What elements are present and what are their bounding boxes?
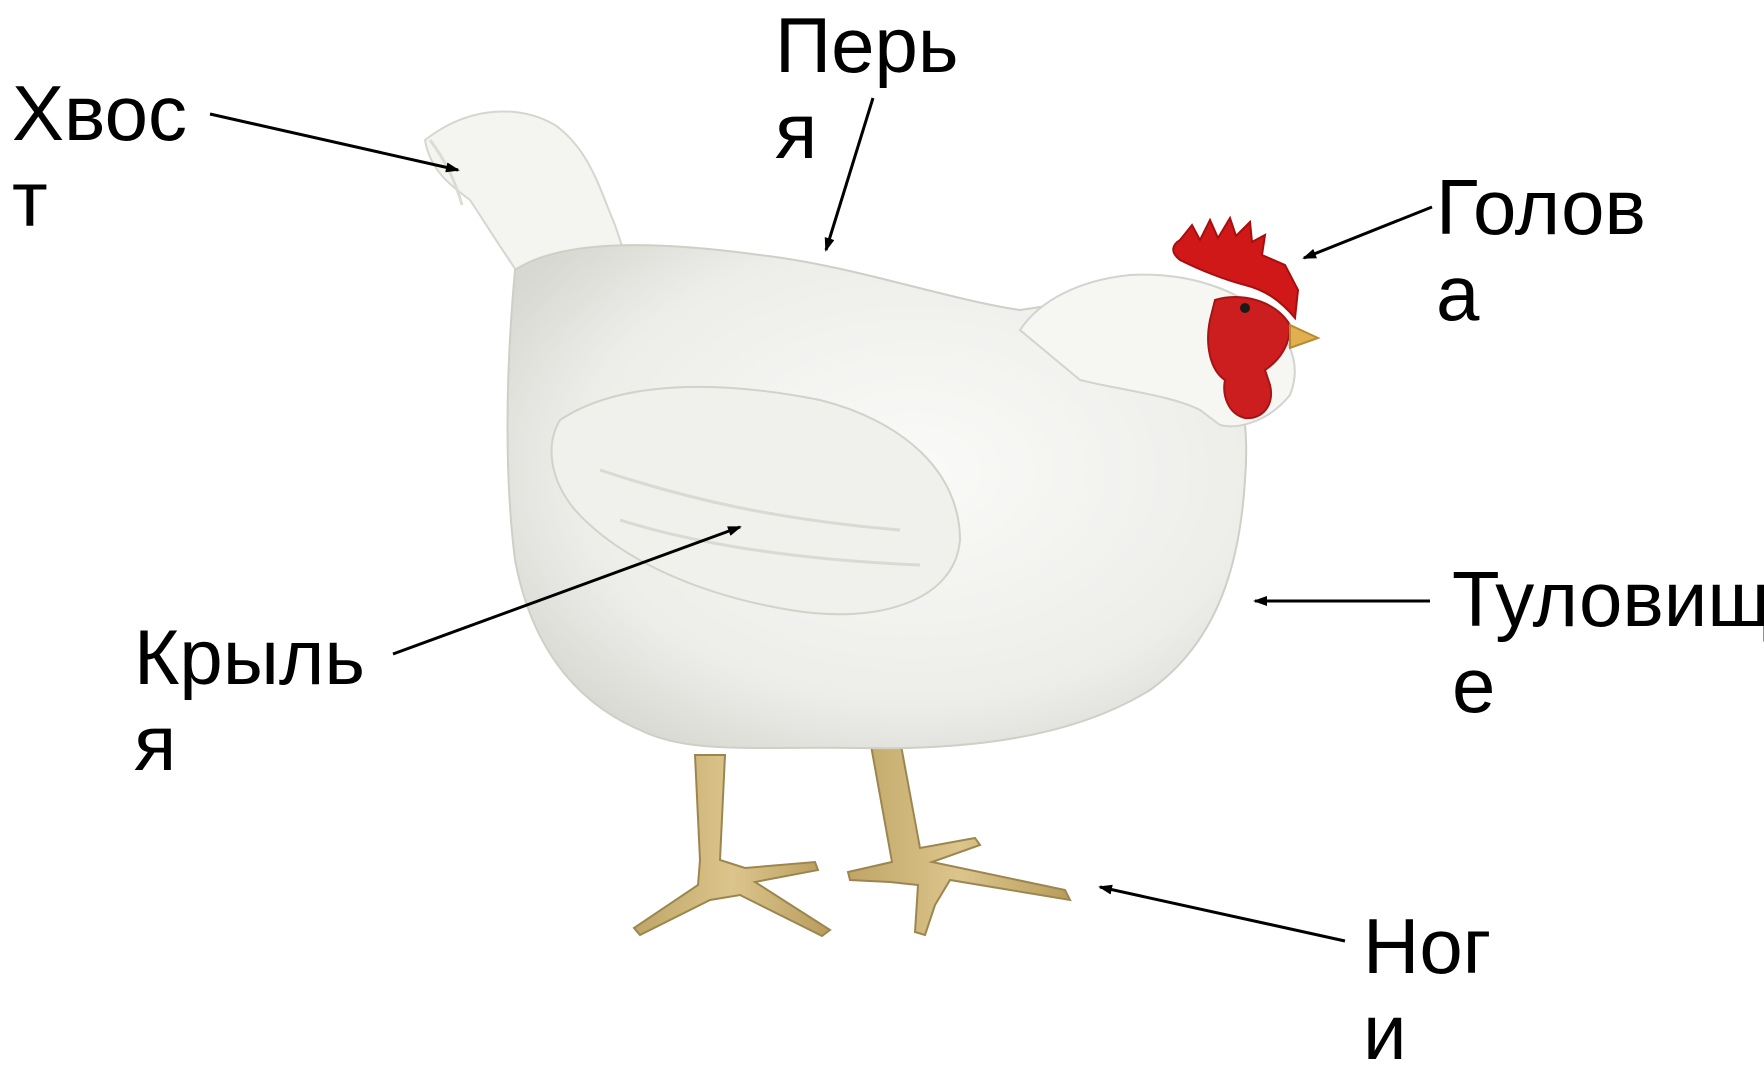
label-tail-line1: Хвос bbox=[12, 70, 187, 156]
head-arrow bbox=[1304, 207, 1432, 258]
label-legs: Ног и bbox=[1363, 903, 1491, 1075]
label-body: Туловищ е bbox=[1452, 556, 1764, 728]
label-legs-line1: Ног bbox=[1363, 903, 1491, 989]
label-head-line2: а bbox=[1436, 250, 1646, 336]
label-head: Голов а bbox=[1436, 164, 1646, 336]
label-body-line2: е bbox=[1452, 642, 1764, 728]
label-feathers-line2: я bbox=[775, 88, 958, 174]
tail-arrow bbox=[210, 114, 458, 170]
hen-illustration bbox=[425, 111, 1318, 936]
label-feathers-line1: Перь bbox=[775, 2, 958, 88]
label-wings-line1: Крыль bbox=[134, 614, 365, 700]
legs-arrow bbox=[1100, 887, 1345, 941]
label-wings: Крыль я bbox=[134, 614, 365, 786]
eye-drawing bbox=[1240, 303, 1250, 313]
label-feathers: Перь я bbox=[775, 2, 958, 174]
label-legs-line2: и bbox=[1363, 989, 1491, 1075]
label-tail: Хвос т bbox=[12, 70, 187, 242]
label-head-line1: Голов bbox=[1436, 164, 1646, 250]
label-tail-line2: т bbox=[12, 156, 187, 242]
legs-drawing bbox=[634, 740, 1070, 936]
label-wings-line2: я bbox=[134, 700, 365, 786]
beak-drawing bbox=[1290, 325, 1318, 348]
label-body-line1: Туловищ bbox=[1452, 556, 1764, 642]
